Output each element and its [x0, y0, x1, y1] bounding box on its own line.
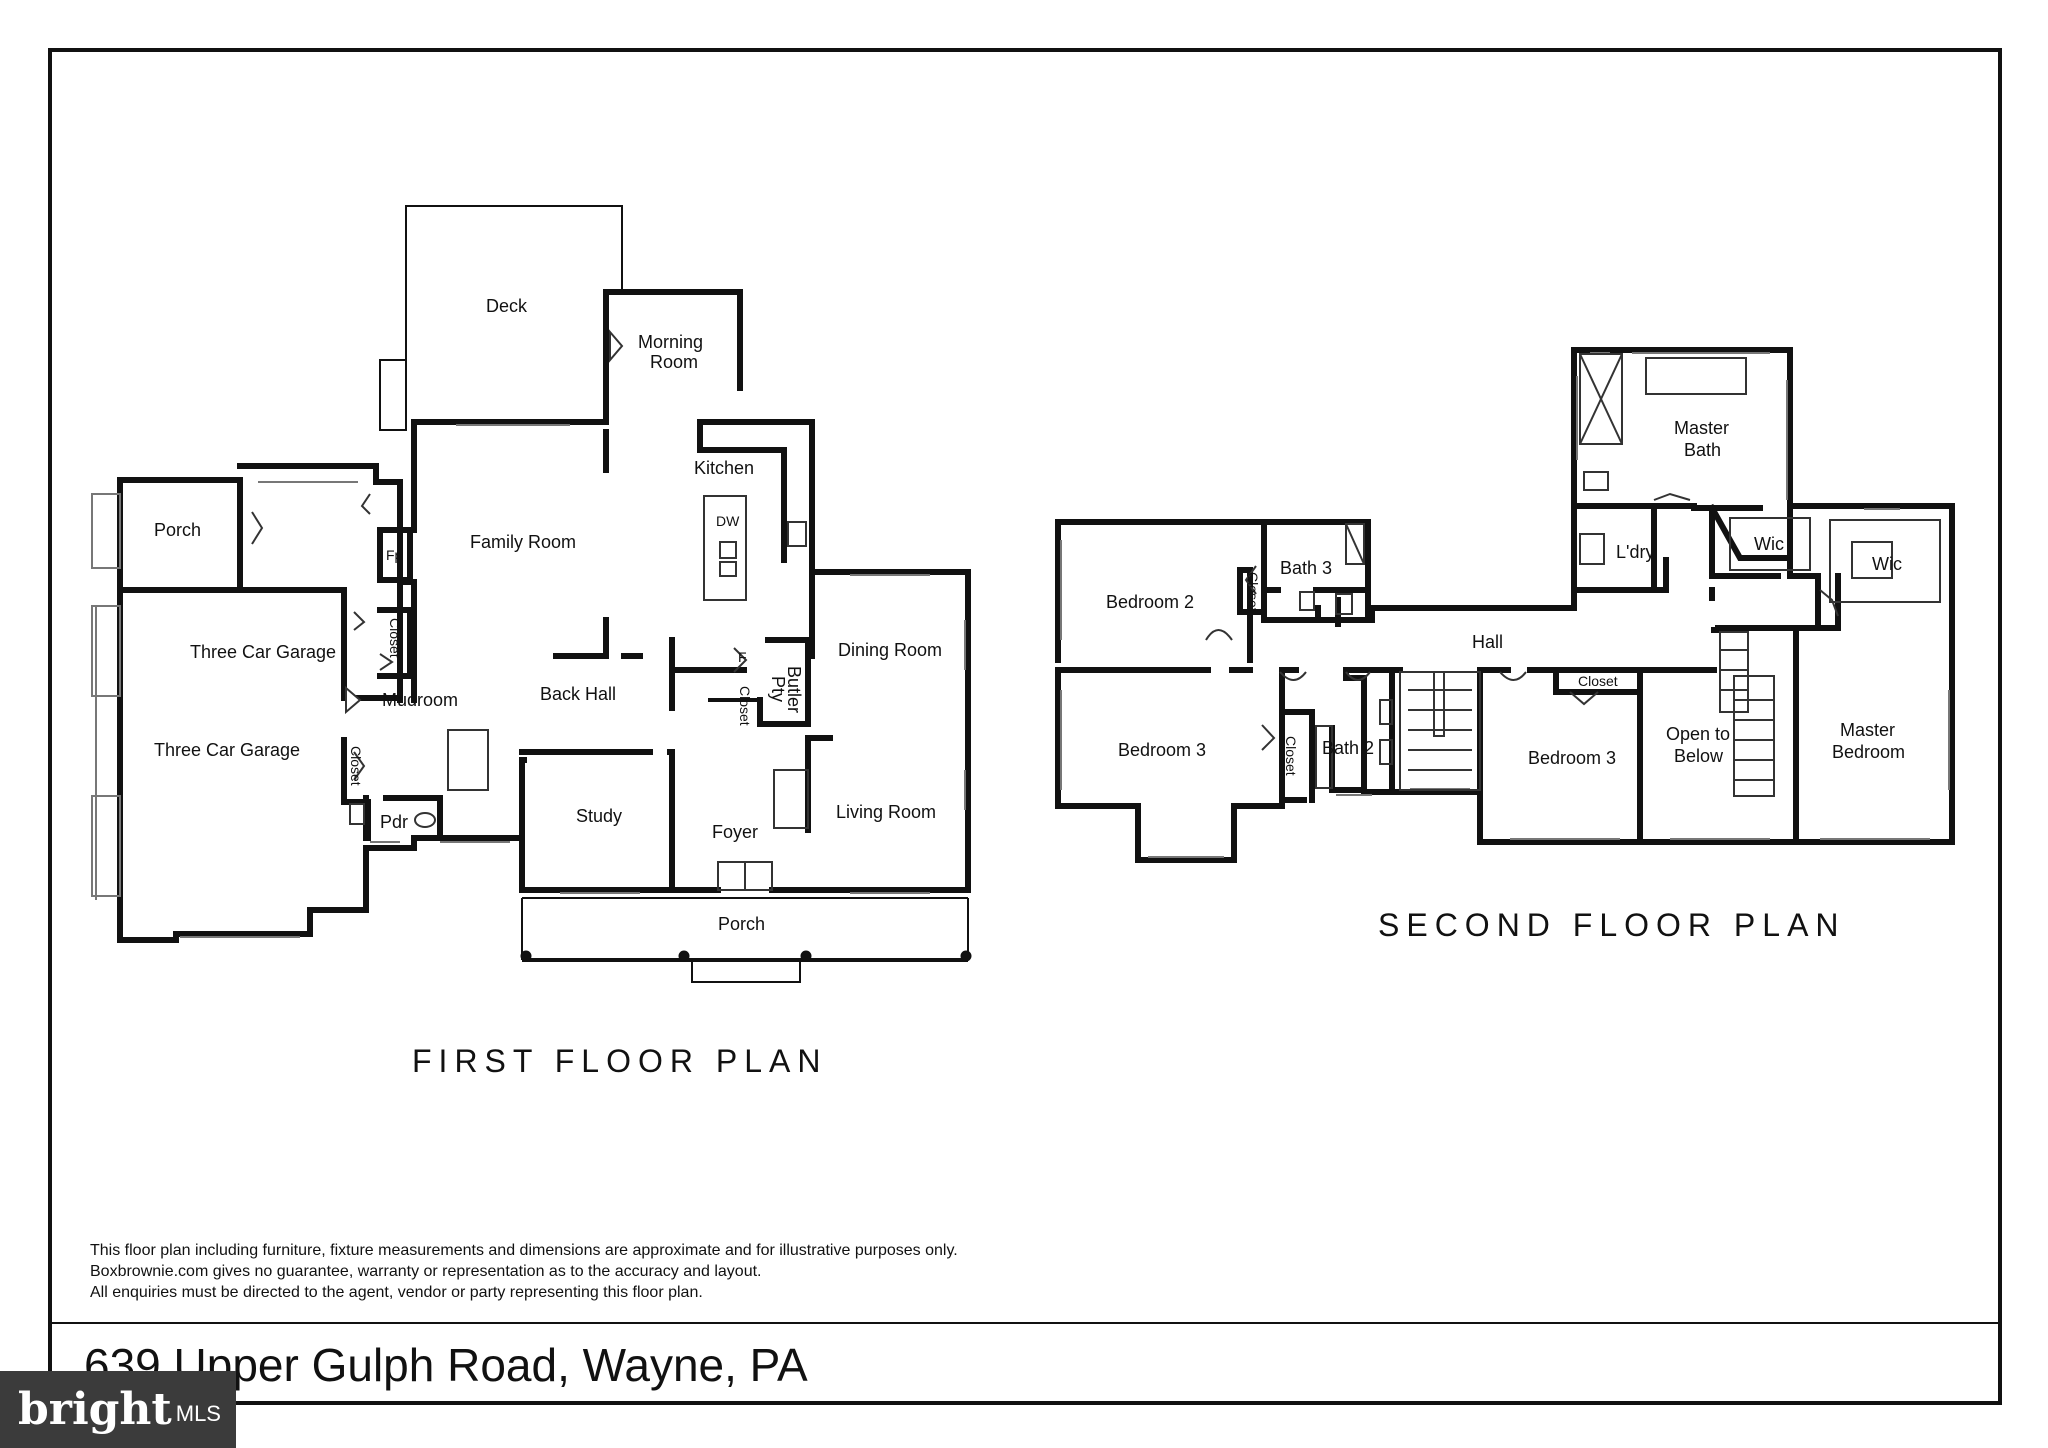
- room-label-master-bath-line1: Master: [1674, 418, 1729, 438]
- first-floor-title: FIRST FLOOR PLAN: [412, 1043, 827, 1079]
- disclaimer-line: Boxbrownie.com gives no guarantee, warra…: [90, 1263, 762, 1280]
- room-label-garage-1: Three Car Garage: [190, 642, 336, 662]
- fixture-label-fp: Fp: [386, 547, 403, 563]
- room-label-kitchen: Kitchen: [694, 458, 754, 478]
- front-porch-lines: [520, 897, 972, 983]
- logo-word: bright: [18, 1384, 172, 1435]
- room-label-mudroom: Mudroom: [382, 690, 458, 710]
- room-label-deck: Deck: [486, 296, 528, 316]
- room-label-bath-3: Bath 3: [1280, 558, 1332, 578]
- room-label-morning-room-line2: Room: [650, 352, 698, 372]
- room-label-bath-2: Bath 2: [1322, 738, 1374, 758]
- fixture-label-dw: DW: [716, 513, 740, 529]
- room-label-closet-d: Closet: [1245, 572, 1261, 612]
- room-label-wic-1: Wic: [1754, 534, 1784, 554]
- disclaimer: This floor plan including furniture, fix…: [90, 1240, 958, 1303]
- room-label-porch-front: Porch: [718, 914, 765, 934]
- room-label-back-hall: Back Hall: [540, 684, 616, 704]
- room-label-porch-side: Porch: [154, 520, 201, 540]
- room-label-closet-f: Closet: [1578, 673, 1618, 689]
- first-floor-labels: Deck Morning Room Kitchen DW Porch Famil…: [154, 296, 942, 934]
- second-floor-labels: Master Bath L'dry Wic Wic Bedroom 2 Clos…: [1106, 418, 1905, 776]
- room-label-dining-room: Dining Room: [838, 640, 942, 660]
- room-label-study: Study: [576, 806, 622, 826]
- room-label-living-room: Living Room: [836, 802, 936, 822]
- second-floor-fixtures: [1205, 353, 1941, 797]
- second-floor-title: SECOND FLOOR PLAN: [1378, 907, 1846, 943]
- room-label-bedroom-3-left: Bedroom 3: [1118, 740, 1206, 760]
- room-label-closet-c: Closet: [737, 686, 753, 726]
- room-label-master-bedroom-line2: Bedroom: [1832, 742, 1905, 762]
- room-label-laundry: L'dry: [1616, 542, 1654, 562]
- frame-border: [48, 48, 2002, 1405]
- room-label-closet-a: Closet: [387, 618, 403, 658]
- logo-suffix: MLS: [175, 1400, 221, 1426]
- first-floor-walls: [117, 205, 971, 943]
- room-label-closet-e: Closet: [1283, 736, 1299, 776]
- room-label-family-room: Family Room: [470, 532, 576, 552]
- bright-mls-logo: bright MLS: [0, 1371, 236, 1448]
- room-label-foyer: Foyer: [712, 822, 758, 842]
- room-label-open-below-line1: Open to: [1666, 724, 1730, 744]
- first-floor-windows: [91, 424, 966, 938]
- room-label-closet-b: Closet: [348, 746, 364, 786]
- room-label-bedroom-3-right: Bedroom 3: [1528, 748, 1616, 768]
- room-label-bedroom-2: Bedroom 2: [1106, 592, 1194, 612]
- room-label-open-below-line2: Below: [1674, 746, 1724, 766]
- room-label-hall: Hall: [1472, 632, 1503, 652]
- fixture-label-f: F: [738, 649, 747, 665]
- first-floor-fixtures: [251, 329, 809, 891]
- room-label-morning-room-line1: Morning: [638, 332, 703, 352]
- room-label-wic-2: Wic: [1872, 554, 1902, 574]
- room-label-pdr: Pdr: [380, 812, 408, 832]
- room-label-garage-2: Three Car Garage: [154, 740, 300, 760]
- room-label-master-bath-line2: Bath: [1684, 440, 1721, 460]
- room-label-butler-line1: Butler: [784, 666, 804, 713]
- room-label-master-bedroom-line1: Master: [1840, 720, 1895, 740]
- second-floor-walls: [1055, 347, 1955, 863]
- disclaimer-line: All enquiries must be directed to the ag…: [90, 1284, 703, 1301]
- room-label-butler-line2: Pty: [768, 676, 788, 702]
- disclaimer-line: This floor plan including furniture, fix…: [90, 1242, 958, 1259]
